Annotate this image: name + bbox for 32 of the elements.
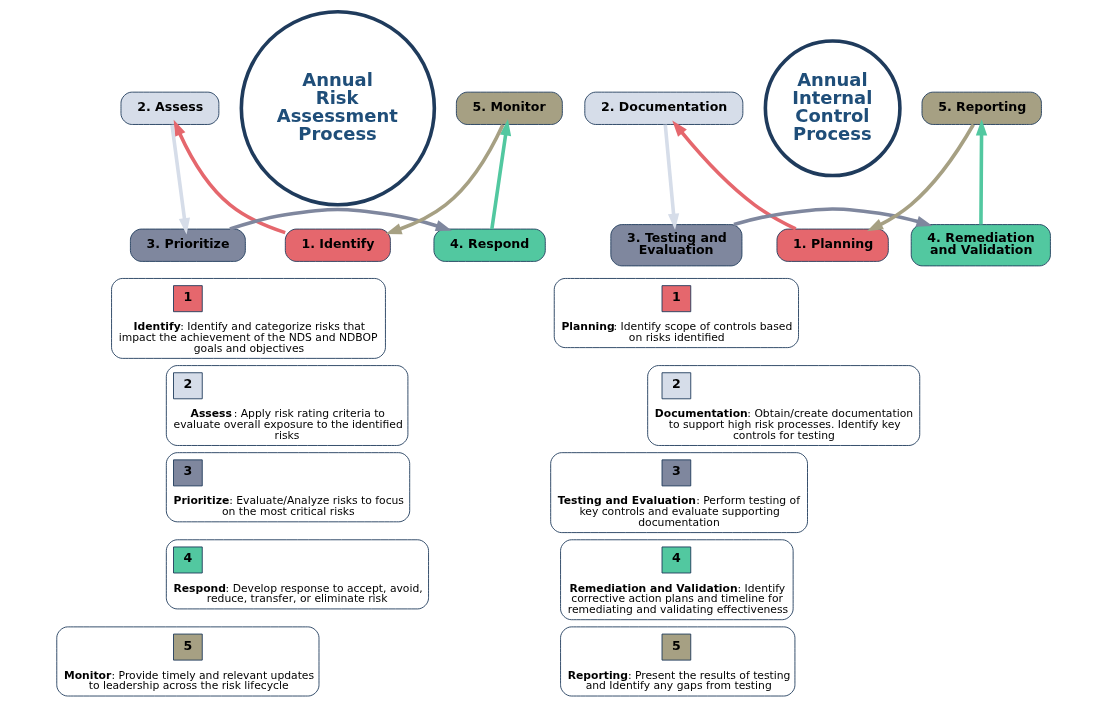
arrow (866, 123, 975, 232)
node-box: 2. Documentation (583, 91, 743, 125)
node-box: 5 (661, 633, 691, 661)
node-box: 5. Reporting (921, 91, 1042, 125)
arrow (173, 119, 286, 235)
node-box: 3 (172, 459, 203, 487)
node-box: 4. Remediation and Validation (910, 224, 1051, 267)
node-circle: Annual Risk Assessment Process (239, 10, 436, 207)
node-box: 4 (661, 546, 691, 574)
node-box: 1. Planning (776, 228, 889, 262)
node-box: 5 (172, 633, 203, 661)
node-box: 3. Testing and Evaluation (609, 224, 742, 267)
node-box: 2. Assess (120, 91, 219, 125)
arrow (228, 207, 452, 232)
node-box: 2 (172, 372, 203, 400)
arrow (975, 119, 987, 225)
node-box: 4 (172, 546, 203, 574)
node-box: 1. Identify (284, 228, 391, 262)
node-box: 3. Prioritize (129, 228, 246, 262)
node-box: 5. Monitor (455, 91, 563, 125)
node-box: 3 (661, 459, 691, 487)
arrow (169, 124, 190, 235)
node-box: 1 (661, 285, 691, 313)
arrow (384, 123, 504, 235)
arrow (663, 124, 679, 230)
node-box: 4. Respond (433, 228, 546, 262)
node-box: 2 (661, 372, 691, 400)
node-box: 1 (172, 285, 203, 313)
arrow (489, 119, 511, 230)
arrow (671, 120, 797, 231)
arrow (732, 207, 933, 227)
node-circle: Annual Internal Control Process (763, 39, 902, 178)
